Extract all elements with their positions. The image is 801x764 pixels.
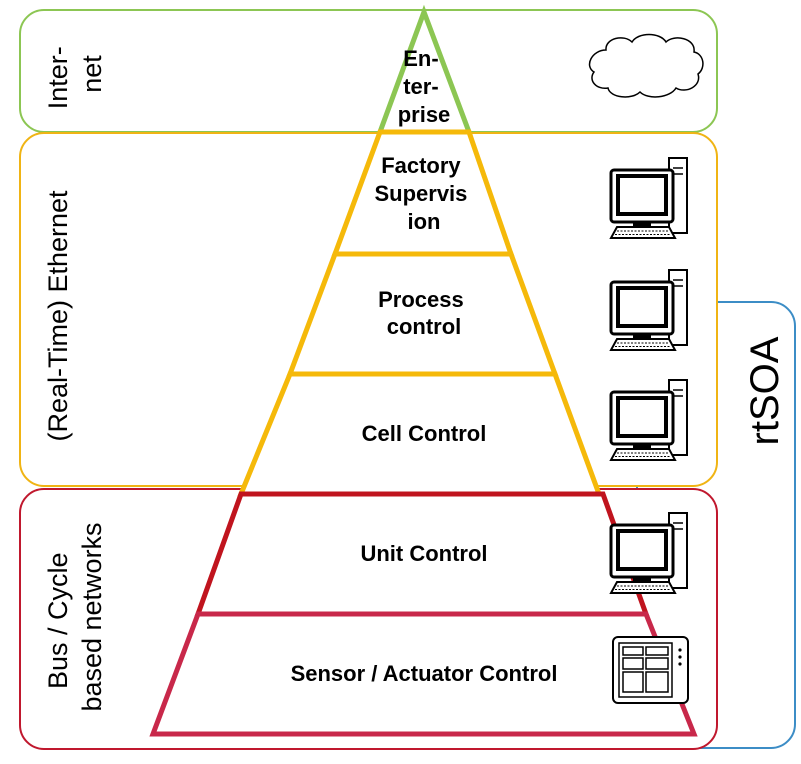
- rtsoa-zone-label: rtSOA: [743, 336, 787, 445]
- cell-control-label: Cell Control: [362, 421, 487, 446]
- computer-icon: [609, 378, 689, 462]
- cloud-icon: [588, 33, 704, 98]
- unit-control-label: Unit Control: [360, 541, 487, 566]
- control-panel-icon: [612, 636, 689, 704]
- computer-icon: [609, 511, 689, 595]
- computer-icon: [609, 268, 689, 352]
- factory-supervision-label: Factory Supervis ion: [374, 153, 473, 234]
- computer-icon: [609, 156, 689, 240]
- enterprise-label: En- ter- prise: [398, 46, 451, 127]
- process-control-label: Process control: [378, 287, 470, 339]
- bus-zone-label: Bus / Cycle based networks: [43, 522, 107, 711]
- internet-zone-label: Inter- net: [43, 39, 107, 110]
- sensor-actuator-control-label: Sensor / Actuator Control: [291, 661, 558, 686]
- ethernet-zone-label: (Real-Time) Ethernet: [43, 190, 73, 442]
- sensor-actuator-control-level: [149, 611, 698, 737]
